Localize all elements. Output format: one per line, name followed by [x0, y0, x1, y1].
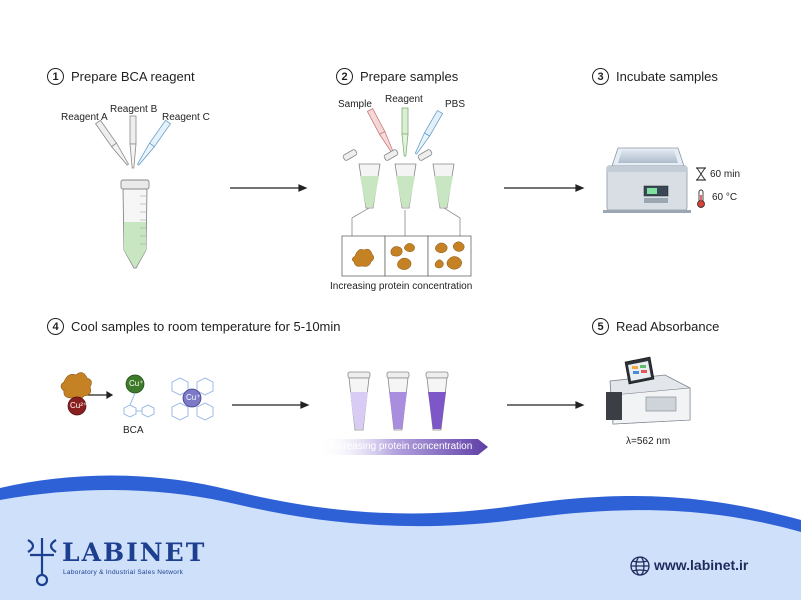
label-sample: Sample [338, 99, 372, 110]
step-4-number: 4 [47, 318, 64, 335]
label-cu2-ion: Cu²⁺ [70, 401, 88, 410]
sample-boxes [341, 235, 472, 277]
band-increasing-protein: Increasing protein concentration [330, 441, 473, 452]
hourglass-icon [696, 167, 706, 181]
step-3-title: Incubate samples [616, 69, 718, 84]
protein-cluster [60, 372, 92, 416]
falcon-tube [120, 179, 150, 269]
step2-pipettes [366, 107, 444, 157]
step-5-title: Read Absorbance [616, 319, 720, 334]
logo-wordmark: LABINET [62, 538, 207, 567]
labinet-logo-icon [27, 538, 57, 587]
label-reagent-b: Reagent B [110, 104, 158, 115]
label-increasing-protein: Increasing protein concentration [330, 281, 473, 292]
step-2-number: 2 [336, 68, 353, 85]
website-link[interactable]: www.labinet.ir [654, 557, 749, 573]
label-incubation-temp: 60 °C [712, 192, 738, 203]
thermometer-icon [697, 189, 705, 208]
step-5-number: 5 [592, 318, 609, 335]
label-incubation-time: 60 min [710, 169, 741, 180]
bca-molecule [123, 392, 155, 418]
process-arrows [87, 184, 585, 409]
step-2-heading: 2 Prepare samples [336, 68, 458, 85]
purple-tubes [347, 371, 449, 431]
footer-wave-light [0, 490, 801, 600]
label-wavelength: λ=562 nm [626, 436, 671, 447]
label-reagent-a: Reagent A [61, 112, 108, 123]
step-2-title: Prepare samples [360, 69, 459, 84]
label-cu-complex: Cu⁺ [186, 393, 201, 402]
label-reagent-c: Reagent C [162, 112, 210, 123]
step-3-heading: 3 Incubate samples [592, 68, 718, 85]
label-cu-ion: Cu⁺ [129, 379, 144, 388]
plate-reader [606, 356, 691, 425]
step-5-heading: 5 Read Absorbance [592, 318, 719, 335]
step-4-title: Cool samples to room temperature for 5-1… [71, 319, 341, 334]
logo-tagline: Laboratory & Industrial Sales Network [63, 569, 184, 576]
step-4-heading: 4 Cool samples to room temperature for 5… [47, 318, 341, 335]
step-1-number: 1 [47, 68, 64, 85]
step-3-number: 3 [592, 68, 609, 85]
water-bath [603, 147, 691, 213]
step-1-heading: 1 Prepare BCA reagent [47, 68, 195, 85]
label-reagent: Reagent [385, 94, 423, 105]
step-1-title: Prepare BCA reagent [71, 69, 195, 84]
label-bca: BCA [123, 425, 144, 436]
step1-pipettes [94, 115, 172, 169]
step2-tubes [342, 149, 461, 236]
cu-bca-complex [171, 377, 214, 421]
label-pbs: PBS [445, 99, 466, 110]
concentration-band [318, 439, 488, 455]
globe-icon [630, 556, 650, 576]
